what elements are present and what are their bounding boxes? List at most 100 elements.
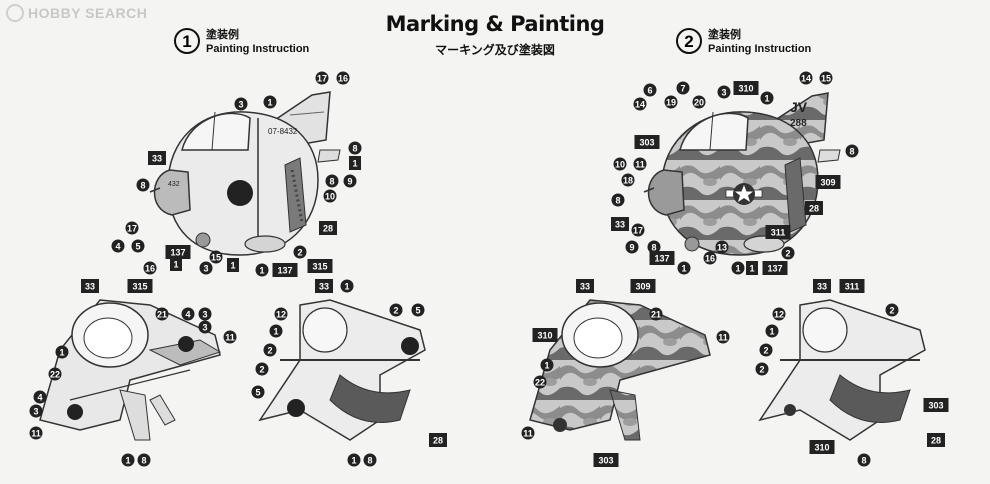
callout-label: 16 [705,254,715,264]
callout-label: 15 [211,253,221,263]
callout-label: 16 [338,74,348,84]
callout-label: 1 [230,261,235,271]
callout-s2-side-21: 16 [703,251,717,265]
callout-s1-side-8: 8 [325,174,339,188]
s2-nose [647,169,685,216]
callout-label: 8 [352,144,357,154]
callout-label: 5 [255,388,260,398]
s1-hinomaru [227,180,253,206]
callout-s2-side-16: 33 [611,217,629,231]
scheme-1-bottom-view [258,299,426,441]
callout-s1-side-15: 137 [165,245,191,259]
callout-s2-top-1: 309 [630,279,656,293]
callout-label: 11 [225,333,235,343]
callout-label: 18 [623,176,633,186]
callout-s1-side-7: 1 [349,156,361,170]
callout-s1-side-22: 2 [293,245,307,259]
callout-s1-side-24: 28 [319,221,337,235]
callout-label: 28 [433,436,443,446]
callout-label: 2 [763,346,768,356]
callout-label: 2 [267,346,272,356]
callout-s2-side-10: 303 [634,135,660,149]
callout-s1-bottom-0: 12 [274,307,288,321]
callout-label: 1 [735,264,740,274]
watermark: HOBBY SEARCH [6,4,147,22]
callout-s2-bottom-2: 311 [839,279,865,293]
callout-label: 17 [127,224,137,234]
callout-label: 1 [681,264,686,274]
callout-label: 1 [764,94,769,104]
callout-s1-side-17: 3 [199,261,213,275]
callout-label: 10 [615,160,625,170]
callout-s2-side-3: 310 [733,81,759,95]
callout-s1-side-12: 4 [111,239,125,253]
page-subtitle: マーキング及び塗装図 [435,43,555,57]
callout-s1-bottom-9: 1 [347,453,361,467]
callout-s1-bottom-5: 1 [269,324,283,338]
callout-label: 21 [157,310,167,320]
callout-label: 2 [393,306,398,316]
callout-label: 5 [415,306,420,316]
callout-s2-top-4: 11 [716,330,730,344]
callout-label: 8 [651,243,656,253]
callout-label: 15 [821,74,831,84]
callout-label: 14 [801,74,811,84]
callout-label: 310 [537,331,552,341]
callout-s1-top-5: 3 [198,320,212,334]
s1-canopy [181,112,251,151]
callout-s2-top-7: 11 [521,426,535,440]
callout-label: 11 [31,429,41,439]
callout-s1-side-21: 137 [272,263,298,277]
callout-label: 16 [145,264,155,274]
scheme-1-number: 1 [174,28,200,54]
callout-label: 1 [769,327,774,337]
callout-s1-side-6: 8 [348,141,362,155]
callout-s2-bottom-1: 33 [813,279,831,293]
callout-s2-side-1: 15 [819,71,833,85]
callout-s1-side-11: 17 [125,221,139,235]
callout-s1-side-10: 10 [323,189,337,203]
callout-s2-side-18: 13 [715,240,729,254]
callout-s2-bottom-10: 28 [927,433,945,447]
callout-s2-bottom-8: 310 [809,440,835,454]
callout-label: 137 [654,254,669,264]
callout-label: 17 [633,226,643,236]
callout-label: 22 [50,370,60,380]
callout-label: 2 [259,365,264,375]
callout-s2-side-23: 1 [677,261,691,275]
callout-s2-bottom-4: 1 [765,324,779,338]
s1-tail-serial: 07-8432 [268,127,298,136]
s2-canopy [679,112,749,151]
callout-s2-top-5: 1 [540,358,554,372]
callout-s2-side-25: 1 [746,261,758,275]
callout-label: 1 [352,159,357,169]
callout-s2-top-0: 33 [576,279,594,293]
callout-label: 33 [615,220,625,230]
callout-label: 315 [132,282,147,292]
callout-s1-top-4: 3 [198,307,212,321]
callout-s1-bottom-3: 2 [389,303,403,317]
callout-s1-side-23: 315 [307,259,333,273]
callout-label: 8 [367,456,372,466]
callout-s1-top-2: 21 [155,307,169,321]
callout-label: 8 [615,196,620,206]
callout-label: 309 [820,178,835,188]
callout-s1-side-3: 1 [263,95,277,109]
callout-s2-bottom-3: 2 [885,303,899,317]
callout-s1-side-14: 16 [143,261,157,275]
callout-label: 1 [351,456,356,466]
callout-label: 2 [759,365,764,375]
callout-label: 11 [718,333,728,343]
callout-s2-side-27: 311 [765,225,791,239]
callout-label: 4 [115,242,120,252]
callout-s2-top-2: 21 [649,307,663,321]
callout-s2-side-29: 309 [815,175,841,189]
scheme-1-top-view [39,299,222,441]
callout-s2-side-28: 2 [781,246,795,260]
callout-label: 3 [203,264,208,274]
s2-tail-number: 288 [790,118,807,129]
callout-label: 12 [774,310,784,320]
callout-s2-side-6: 20 [692,95,706,109]
